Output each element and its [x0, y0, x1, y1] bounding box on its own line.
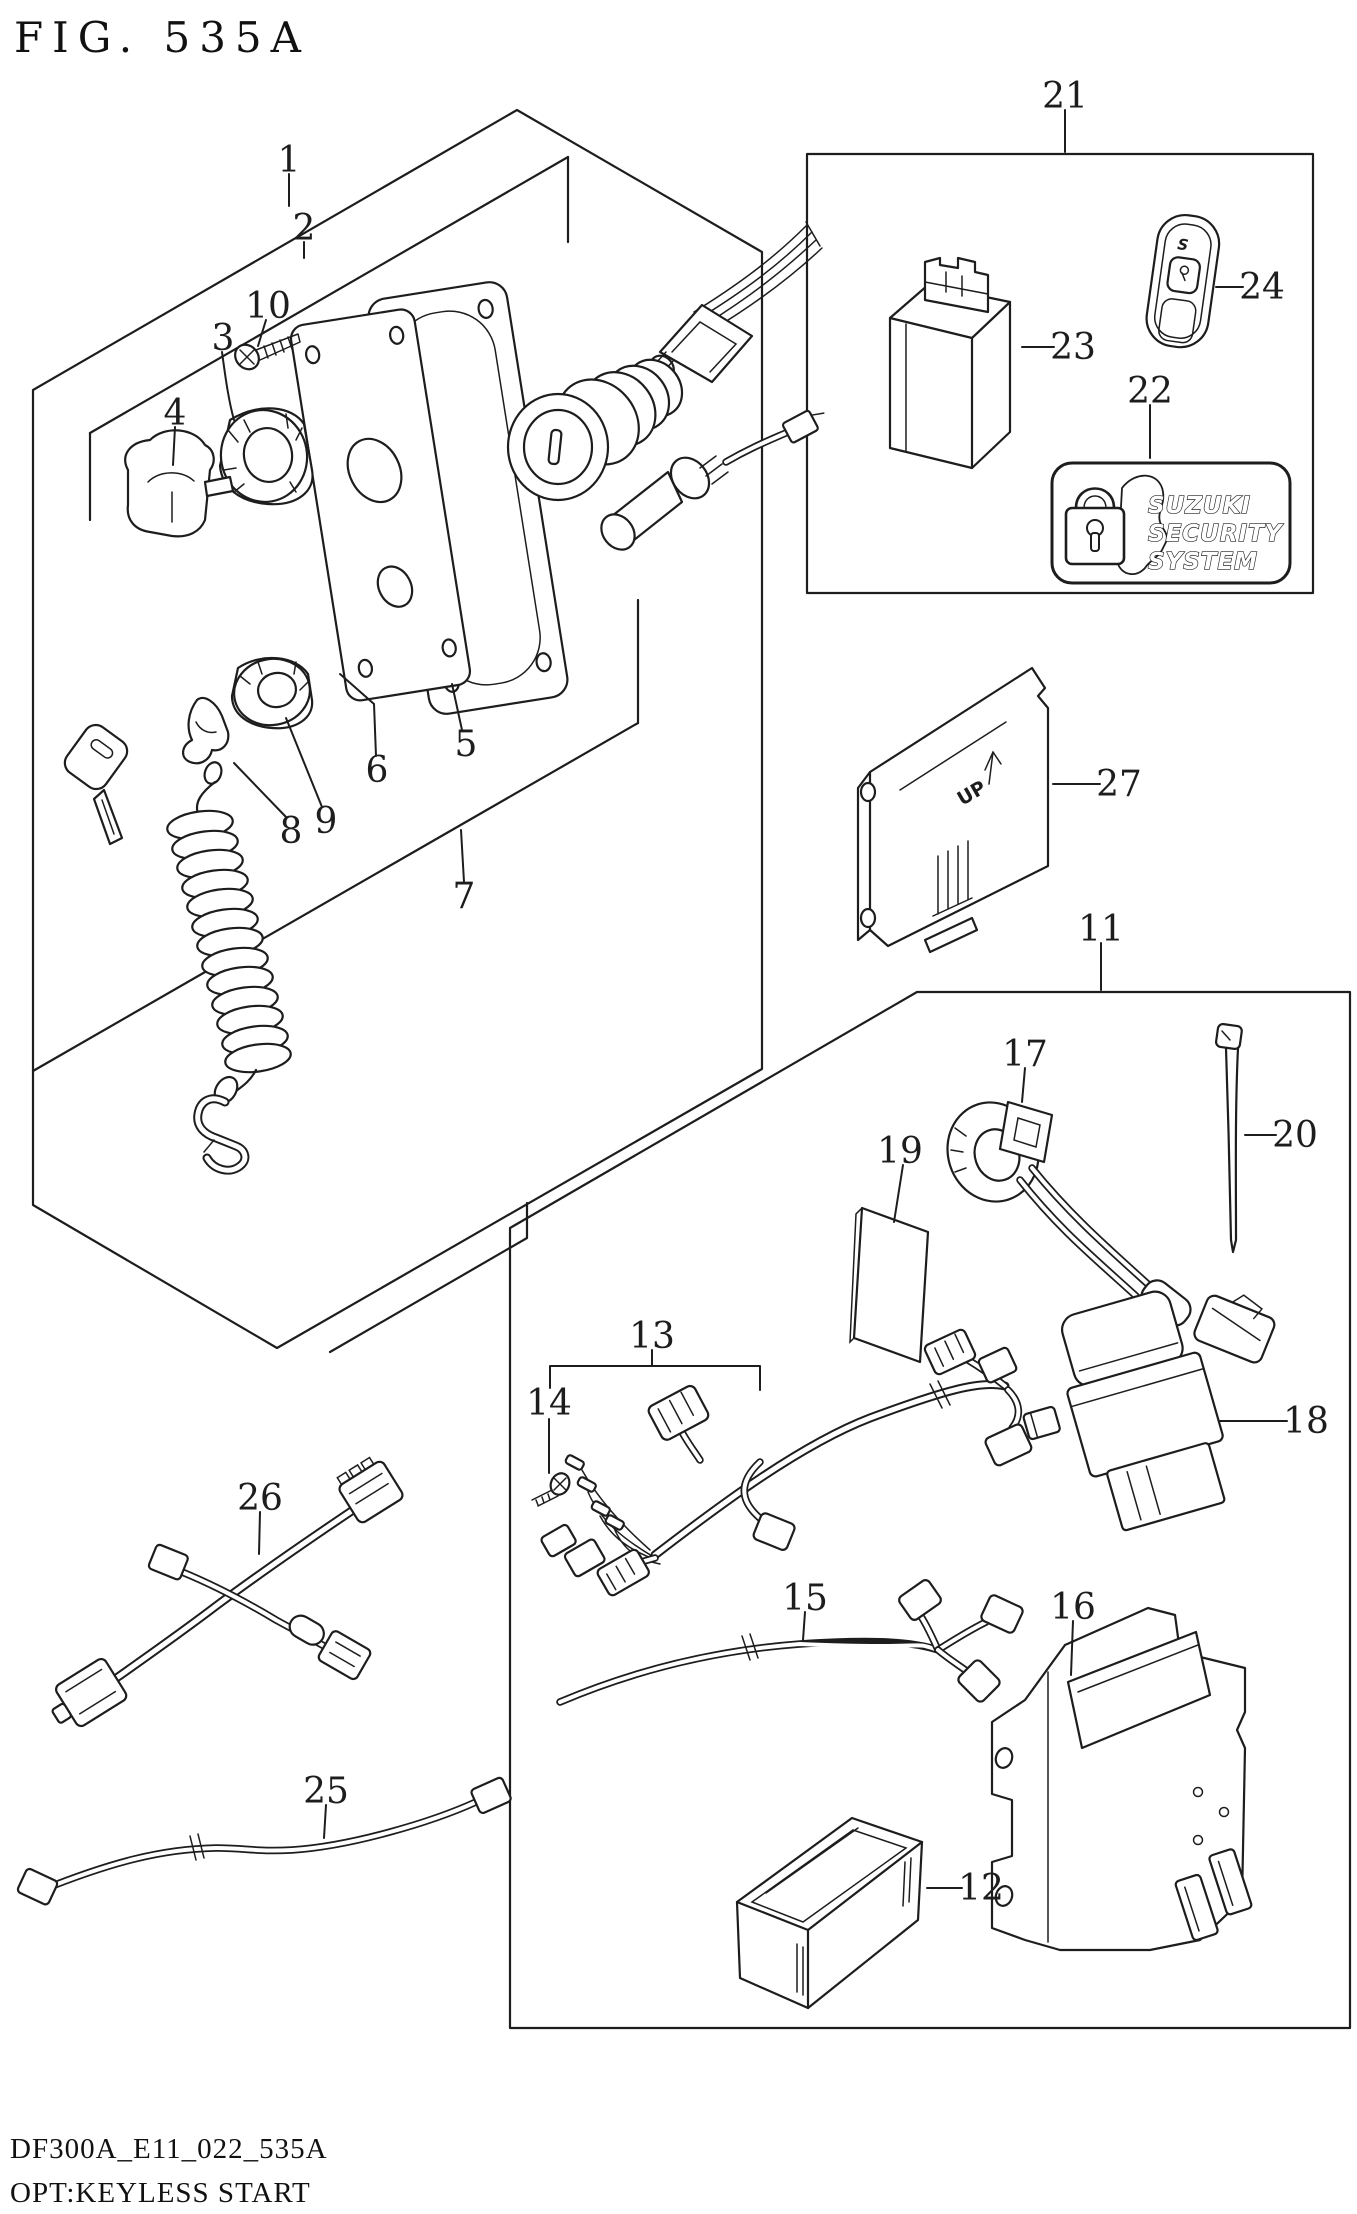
callout-15: 15 — [782, 1578, 828, 1619]
part-4-cap — [124, 429, 235, 538]
callout-18: 18 — [1283, 1401, 1329, 1442]
lanyard-coil — [166, 780, 292, 1096]
callout-10: 10 — [245, 286, 291, 327]
key — [63, 723, 129, 846]
callout-2: 2 — [293, 208, 316, 249]
footer-doc-code: DF300A_E11_022_535A — [10, 2133, 328, 2165]
badge-line-3: SYSTEM — [1148, 549, 1258, 575]
callout-25: 25 — [303, 1771, 349, 1812]
padlock-icon — [1064, 487, 1126, 566]
part-20-cable-tie — [1214, 1022, 1243, 1254]
face-silhouette — [1117, 474, 1168, 575]
callout-5: 5 — [455, 724, 478, 765]
part-25-lead-wire — [16, 1776, 512, 1906]
part-1-ignition-switch — [506, 221, 823, 502]
part-17-antenna-unit — [946, 1100, 1276, 1364]
callout-4: 4 — [164, 393, 187, 434]
callout-13: 13 — [629, 1316, 675, 1357]
main-group-box — [31, 108, 764, 1354]
callout-12: 12 — [958, 1868, 1004, 1909]
suzuki-logo-icon: S — [1176, 235, 1189, 254]
callout-11: 11 — [1078, 909, 1124, 950]
callout-23: 23 — [1050, 327, 1096, 368]
part-16-mount-bracket — [990, 1606, 1253, 1952]
callout-21: 21 — [1042, 76, 1088, 117]
lanyard-snap-hook — [193, 1075, 250, 1175]
part-3-ring-nut — [218, 407, 314, 506]
callout-24: 24 — [1239, 267, 1285, 308]
callout-14: 14 — [526, 1383, 572, 1424]
part-15-extension-wire — [556, 1579, 1024, 1706]
part-7-stop-switch — [600, 409, 825, 551]
part-2-switch-plate — [289, 308, 472, 702]
callout-1: 1 — [278, 140, 301, 181]
part-23-immobilizer-module — [888, 256, 1012, 470]
part-13-harness — [540, 1328, 1033, 1597]
callout-3: 3 — [212, 318, 235, 359]
bullet-terminals — [564, 1454, 625, 1531]
callout-19: 19 — [877, 1131, 923, 1172]
callout-7: 7 — [453, 876, 476, 917]
part-24-key-fob: S — [1145, 213, 1221, 349]
part-10-screw — [234, 333, 301, 371]
part-18-relay — [1022, 1290, 1226, 1532]
callout-26: 26 — [237, 1478, 283, 1519]
callout-16: 16 — [1050, 1587, 1096, 1628]
part-26-adapter-harness — [51, 1456, 404, 1728]
part-14-screw — [531, 1472, 571, 1507]
leader-lines — [172, 109, 1288, 1889]
callout-8: 8 — [280, 811, 303, 852]
part-19-pad — [849, 1206, 930, 1364]
part-27-module: UP — [856, 666, 1050, 954]
callout-27: 27 — [1096, 764, 1142, 805]
part-12-case — [735, 1816, 924, 2010]
badge-line-2: SECURITY — [1148, 521, 1284, 547]
callout-labels: 1 2 3 4 5 6 7 8 9 10 11 12 13 14 15 16 1… — [164, 76, 1329, 1909]
badge-line-1: SUZUKI — [1148, 493, 1251, 519]
callout-17: 17 — [1002, 1034, 1048, 1075]
part-6-nut — [230, 656, 314, 730]
part-22-security-badge: SUZUKI SECURITY SYSTEM — [1050, 461, 1292, 585]
callout-6: 6 — [366, 750, 389, 791]
callout-9: 9 — [315, 801, 338, 842]
footer-option-label: OPT:KEYLESS START — [10, 2177, 311, 2209]
kit-group-box — [805, 152, 1315, 595]
part-8-lanyard-clip — [182, 696, 230, 785]
callout-20: 20 — [1272, 1115, 1318, 1156]
figure-title: FIG. 535A — [14, 13, 310, 62]
harness-group-box — [508, 990, 1352, 2030]
callout-22: 22 — [1127, 371, 1173, 412]
